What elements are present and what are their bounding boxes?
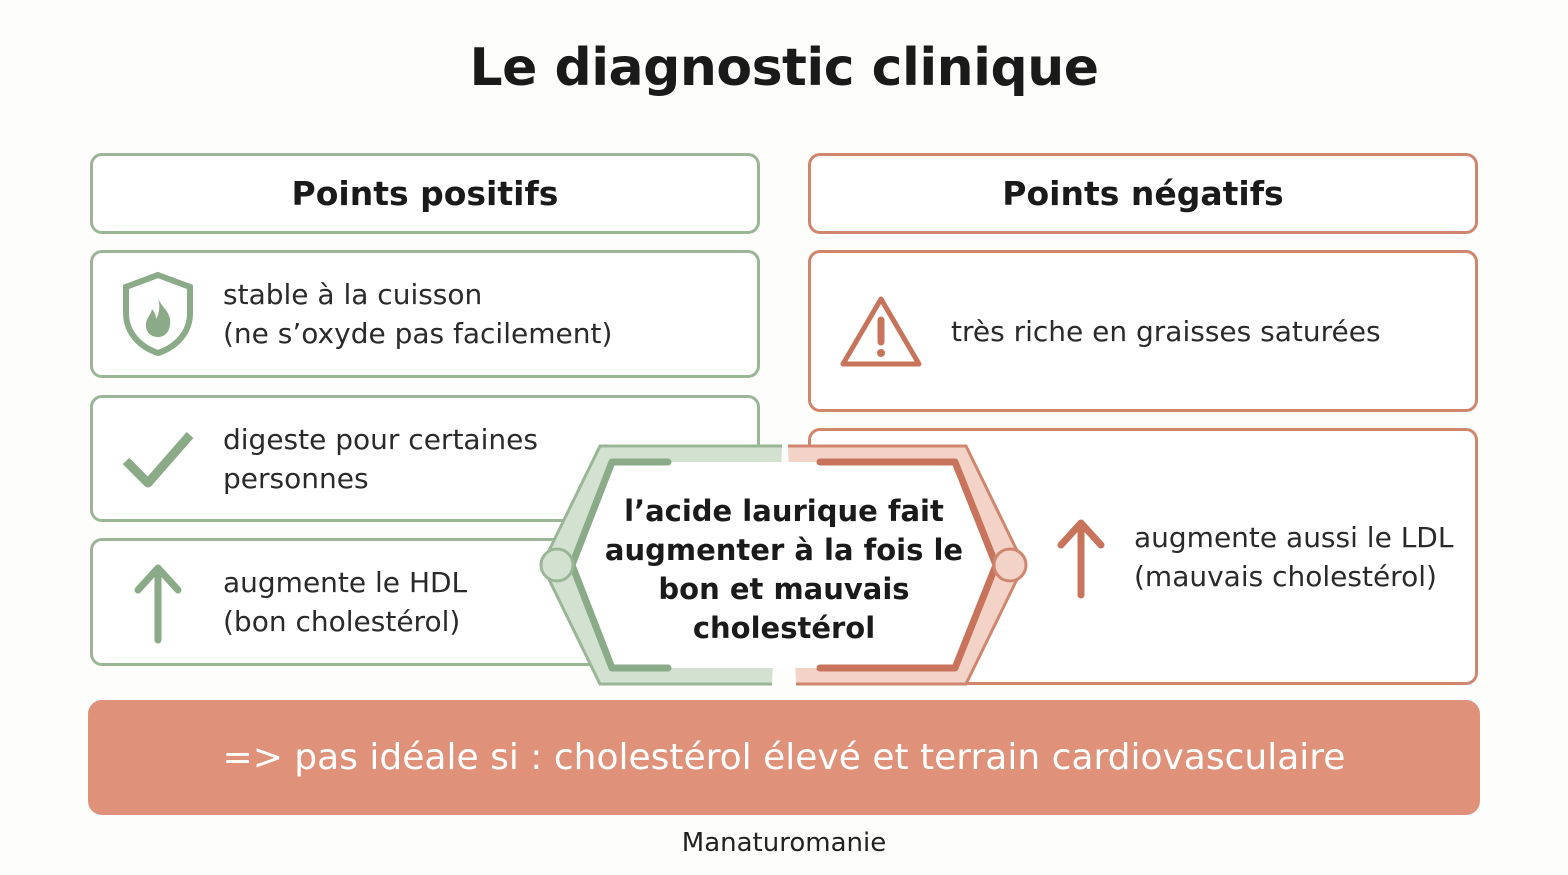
negative-header: Points négatifs	[808, 153, 1478, 234]
footer-credit: Manaturomanie	[681, 828, 887, 858]
item-text: augmente le HDL	[223, 566, 468, 599]
center-text: l’acide laurique fait augmenter à la foi…	[600, 492, 968, 648]
item-text: (mauvais cholestérol)	[1134, 559, 1437, 593]
negative-item-saturated: très riche en graisses saturées	[808, 250, 1478, 412]
arrow-up-icon	[93, 560, 223, 644]
conclusion-text: => pas idéale si : cholestérol élevé et …	[222, 737, 1346, 778]
item-text: personnes	[223, 461, 369, 495]
item-text: stable à la cuisson	[223, 278, 483, 311]
center-line: bon et mauvais	[658, 572, 910, 606]
checkmark-icon	[93, 427, 223, 491]
shield-flame-icon	[93, 271, 223, 357]
item-text: digeste pour certaines	[223, 422, 538, 456]
item-text: (ne s’oxyde pas facilement)	[223, 317, 613, 350]
positive-item-stable: stable à la cuisson (ne s’oxyde pas facil…	[90, 250, 760, 378]
negative-header-label: Points négatifs	[1002, 174, 1284, 213]
arrow-up-icon	[1036, 515, 1126, 599]
center-line: cholestérol	[692, 611, 876, 645]
warning-icon	[811, 294, 951, 368]
conclusion-banner: => pas idéale si : cholestérol élevé et …	[88, 700, 1480, 815]
connector-dot-green	[539, 547, 575, 583]
positive-header: Points positifs	[90, 153, 760, 234]
center-line: augmenter à la fois le	[604, 533, 964, 567]
center-line: l’acide laurique fait	[624, 494, 944, 528]
item-text: très riche en graisses saturées	[951, 314, 1381, 348]
connector-dot-red	[992, 547, 1028, 583]
positive-header-label: Points positifs	[291, 174, 559, 213]
item-text: augmente aussi le LDL	[1134, 520, 1454, 554]
page-title: Le diagnostic clinique	[469, 38, 1100, 98]
item-text: (bon cholestérol)	[223, 605, 461, 638]
